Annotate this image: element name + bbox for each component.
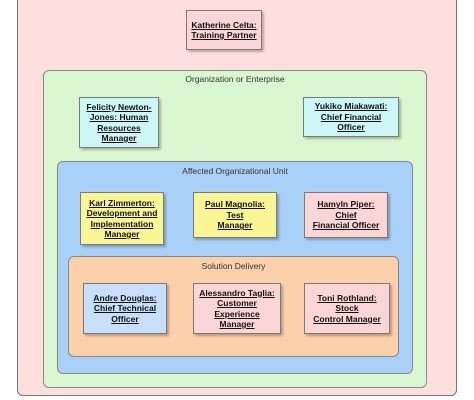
- organization-label: Organization or Enterprise: [185, 74, 285, 84]
- node-katherine-celta[interactable]: Katherine Celta: Training Partner: [186, 10, 262, 50]
- node-karl-zimmerton[interactable]: Karl Zimmerton: Development and Implemen…: [80, 192, 164, 245]
- node-alessandro-taglia[interactable]: Alessandro Taglia: Customer Experience M…: [193, 283, 281, 334]
- node-label: Alessandro Taglia: Customer Experience M…: [199, 287, 275, 330]
- node-label: Toni Rothland: Stock Control Manager: [313, 292, 381, 324]
- node-toni-rothland[interactable]: Toni Rothland: Stock Control Manager: [304, 283, 390, 334]
- node-hamyln-piper[interactable]: Hamyln Piper: Chief Financial Officer: [304, 192, 388, 238]
- node-label: Yukiko Miakawati: Chief Financial Office…: [314, 101, 388, 133]
- node-label: Andre Douglas: Chief Technical Officer: [93, 292, 157, 324]
- node-label: Hamyln Piper: Chief Financial Officer: [312, 199, 380, 231]
- node-label: Karl Zimmerton: Development and Implemen…: [86, 197, 158, 240]
- solution-delivery-label: Solution Delivery: [201, 261, 266, 271]
- node-label: Paul Magnolia: Test Manager: [205, 199, 265, 231]
- node-andre-douglas[interactable]: Andre Douglas: Chief Technical Officer: [83, 283, 167, 334]
- affected-unit-label: Affected Organizational Unit: [182, 166, 288, 176]
- node-felicity-newton-jones[interactable]: Felicity Newton- Jones: Human Resources …: [79, 97, 159, 148]
- node-yukiko-miakawati[interactable]: Yukiko Miakawati: Chief Financial Office…: [303, 97, 399, 137]
- node-paul-magnolia[interactable]: Paul Magnolia: Test Manager: [193, 192, 277, 238]
- node-label: Katherine Celta: Training Partner: [191, 19, 257, 41]
- node-label: Felicity Newton- Jones: Human Resources …: [86, 101, 152, 144]
